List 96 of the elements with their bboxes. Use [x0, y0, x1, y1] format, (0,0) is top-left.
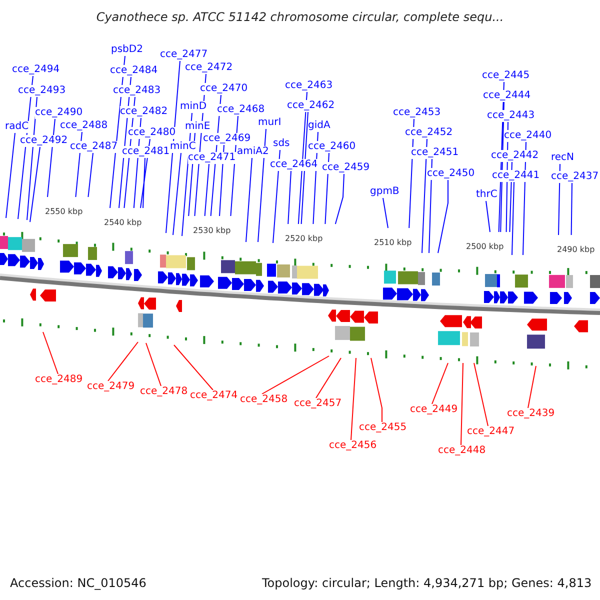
gene-label: cce_2457 — [294, 398, 342, 410]
title: Cyanothece sp. ATCC 51142 chromosome circular, complete sequ... — [95, 10, 505, 24]
gene-label: cce_2442 — [491, 150, 539, 162]
gene-label: cce_2490 — [35, 107, 83, 119]
gene-label: cce_2488 — [60, 120, 108, 132]
scale-label: 2500 kbp — [466, 242, 504, 252]
leader-line — [146, 342, 162, 386]
leader-line — [438, 180, 448, 254]
gene-label: cce_2447 — [467, 426, 515, 438]
scale-label: 2550 kbp — [45, 207, 83, 217]
gene-label: cce_2463 — [285, 80, 333, 92]
scale-label: 2490 kbp — [557, 245, 595, 255]
gene-label: thrC — [476, 189, 498, 201]
scale-label: 2540 kbp — [104, 218, 142, 228]
gene-label: cce_2480 — [128, 127, 176, 139]
leader-line — [288, 170, 292, 224]
gene-label: cce_2451 — [411, 147, 459, 159]
gene-label: minE — [185, 121, 210, 133]
gene-label: cce_2459 — [322, 162, 370, 174]
leader-line — [512, 182, 514, 256]
gene-label: cce_2448 — [438, 445, 486, 457]
leader-line — [174, 344, 214, 390]
leader-line — [272, 150, 280, 244]
gene-label: cce_2456 — [329, 440, 377, 452]
gene-label: cce_2493 — [18, 85, 66, 97]
gene-label: cce_2455 — [359, 422, 407, 434]
leader-line — [460, 362, 464, 446]
leader-line — [570, 182, 572, 236]
leader-line — [528, 366, 536, 408]
gene-label: gidA — [308, 120, 330, 132]
gene-label: cce_2450 — [427, 168, 475, 180]
leader-line — [246, 158, 252, 242]
gene-label: cce_2477 — [160, 49, 208, 61]
leader-line — [42, 332, 58, 374]
gene-label: cce_2458 — [240, 394, 288, 406]
gene-label: cce_2471 — [188, 152, 236, 164]
gene-label: cce_2472 — [185, 62, 233, 74]
gene-label: cce_2469 — [203, 133, 251, 145]
gene-label: cce_2482 — [120, 106, 168, 118]
leader-line — [300, 112, 308, 224]
scale-label: 2520 kbp — [285, 234, 323, 244]
gene-label: cce_2478 — [140, 386, 188, 398]
gene-label: radC — [5, 121, 29, 133]
leader-line — [334, 174, 344, 224]
leader-line — [370, 358, 382, 422]
gene-label: cce_2449 — [410, 404, 458, 416]
leader-line — [6, 132, 16, 218]
gene-label: cce_2474 — [190, 390, 238, 402]
leader-line — [108, 342, 138, 382]
gene-label: cce_2460 — [308, 141, 356, 153]
leader-line — [382, 198, 388, 228]
gene-label: cce_2481 — [122, 146, 170, 158]
gene-label: cce_2468 — [217, 104, 265, 116]
gene-label: minC — [170, 141, 196, 153]
scale-label: 2530 kbp — [193, 226, 231, 236]
scale-label: 2510 kbp — [374, 238, 412, 248]
gene-label: cce_2439 — [507, 408, 555, 420]
gene-label: cce_2452 — [405, 127, 453, 139]
gene-label: cce_2441 — [492, 170, 540, 182]
gene-label: cce_2479 — [87, 381, 135, 393]
footer-text: Topology: circular; Length: 4,934,271 bp; Genes: 4,813 — [262, 576, 592, 590]
leader-line — [262, 356, 330, 394]
leader-line — [88, 152, 94, 198]
gene-label: cce_2470 — [200, 83, 248, 95]
leader-line — [432, 362, 448, 404]
leader-line — [142, 158, 146, 208]
leader-line — [474, 362, 488, 426]
gene-label: cce_2494 — [12, 64, 60, 76]
gene-label: cce_2464 — [270, 159, 318, 171]
footer-text: Accession: NC_010546 — [10, 576, 146, 590]
gene-label: amiA2 — [237, 146, 269, 158]
gene-label: cce_2437 — [551, 171, 599, 183]
leader-line — [422, 138, 428, 254]
leader-line — [172, 152, 182, 236]
gene-label: cce_2492 — [20, 135, 68, 147]
gene-label: cce_2489 — [35, 374, 83, 386]
gene-label: minD — [180, 101, 207, 113]
gene-label: cce_2443 — [487, 110, 535, 122]
gene-label: cce_2462 — [287, 100, 335, 112]
gene-label: cce_2484 — [110, 65, 158, 77]
leader-line — [350, 358, 356, 440]
gene-label: psbD2 — [111, 44, 143, 56]
gene-label: cce_2444 — [483, 90, 531, 102]
gene-label: cce_2487 — [70, 141, 118, 153]
gene-label: cce_2453 — [393, 107, 441, 119]
gene-label: cce_2440 — [504, 130, 552, 142]
leader-line — [486, 200, 490, 232]
leader-line — [30, 146, 40, 222]
gene-label: cce_2483 — [113, 85, 161, 97]
gene-label: cce_2445 — [482, 70, 530, 82]
gene-label: gpmB — [370, 186, 400, 198]
leader-line — [316, 358, 342, 398]
leader-line — [428, 158, 432, 254]
leader-line — [166, 60, 180, 234]
leader-line — [204, 164, 210, 216]
leader-line — [258, 128, 266, 242]
